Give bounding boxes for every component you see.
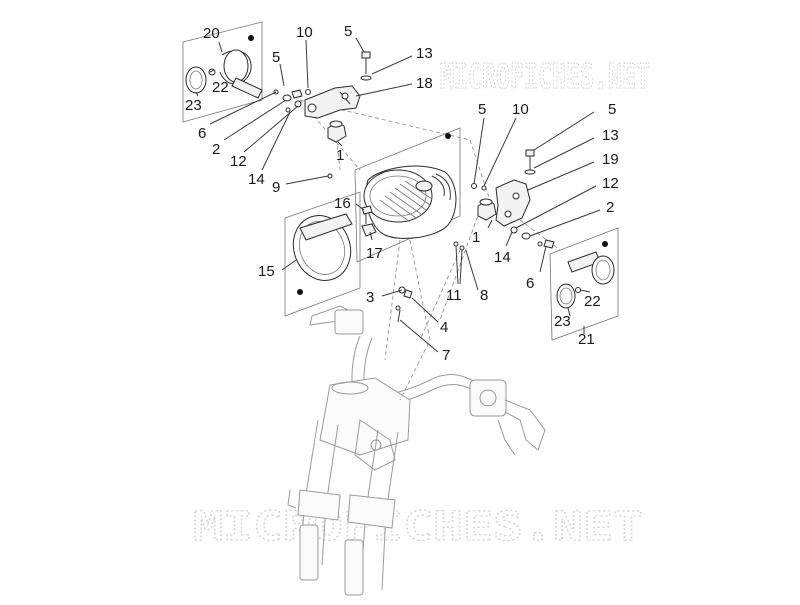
callout-labels: 20 10 5 13 18 5 22 23 6 2 12 14 1 9 5 10…	[185, 23, 619, 364]
callout-1: 1	[472, 229, 480, 246]
callout-20: 20	[203, 25, 220, 42]
callout-18: 18	[416, 75, 433, 92]
callout-12: 12	[230, 153, 247, 170]
callout-6: 6	[526, 275, 534, 292]
callout-22: 22	[212, 79, 229, 96]
panel-marker-dot	[297, 289, 303, 295]
callout-9: 9	[272, 179, 280, 196]
panel-marker-dot	[248, 35, 254, 41]
callout-2: 2	[212, 141, 220, 158]
callout-10: 10	[512, 101, 529, 118]
callout-16: 16	[334, 195, 351, 212]
leader-lines	[195, 37, 601, 353]
watermark-top: MICROFICHES.NET	[440, 57, 650, 97]
callout-2: 2	[606, 199, 614, 216]
small-fasteners	[327, 173, 471, 323]
headlamp-lens-panel	[284, 191, 361, 317]
callout-5: 5	[272, 49, 280, 66]
callout-23: 23	[554, 313, 571, 330]
panel-marker-dot	[445, 133, 451, 139]
callout-7: 7	[442, 347, 450, 364]
callout-11: 11	[446, 287, 462, 304]
callout-17: 17	[366, 245, 383, 262]
callout-12: 12	[602, 175, 619, 192]
right-headlamp-bracket	[471, 149, 555, 249]
left-headlamp-bracket	[273, 51, 372, 143]
callout-5: 5	[608, 101, 616, 118]
callout-13: 13	[416, 45, 433, 62]
fork-and-handlebar-assembly	[287, 305, 546, 596]
callout-5: 5	[478, 101, 486, 118]
callout-10: 10	[296, 24, 313, 41]
callout-14: 14	[248, 171, 265, 188]
callout-13: 13	[602, 127, 619, 144]
callout-23: 23	[185, 97, 202, 114]
callout-4: 4	[440, 319, 448, 336]
headlamp-shell-panel	[327, 127, 461, 263]
callout-14: 14	[494, 249, 511, 266]
callout-8: 8	[480, 287, 488, 304]
panel-marker-dot	[602, 241, 608, 247]
watermark-bottom: MICROFICHES.NET	[193, 504, 643, 550]
callout-15: 15	[258, 263, 275, 280]
callout-22: 22	[584, 293, 601, 310]
right-turn-signal-panel	[549, 227, 619, 341]
left-turn-signal-panel	[182, 21, 263, 123]
callout-6: 6	[198, 125, 206, 142]
callout-19: 19	[602, 151, 619, 168]
callout-5: 5	[344, 23, 352, 40]
callout-21: 21	[578, 331, 595, 348]
callout-3: 3	[366, 289, 374, 306]
callout-1: 1	[336, 147, 344, 164]
